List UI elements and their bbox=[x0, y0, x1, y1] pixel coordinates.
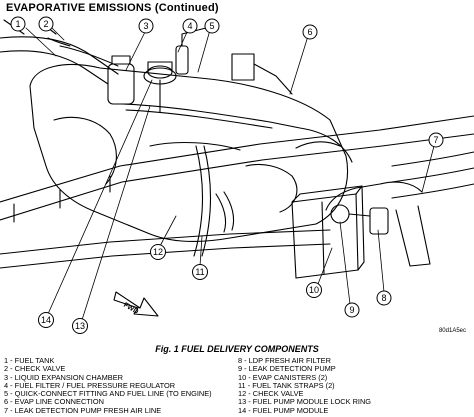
callout-14: 14 bbox=[38, 312, 54, 328]
header-suffix: (Continued) bbox=[154, 2, 219, 14]
leak-detection-pump bbox=[330, 204, 350, 224]
legend-item: 5 - QUICK-CONNECT FITTING AND FUEL LINE … bbox=[4, 389, 212, 399]
legend-left: 1 - FUEL TANK 2 - CHECK VALVE 3 - LIQUID… bbox=[4, 356, 234, 415]
legend-item: 12 - CHECK VALVE bbox=[238, 389, 304, 399]
legend-item: 10 - EVAP CANISTERS (2) bbox=[238, 372, 328, 382]
callout-11-label: 11 bbox=[195, 267, 204, 277]
callout-5: 5 bbox=[204, 18, 220, 34]
liquid-expansion-chamber bbox=[107, 63, 135, 105]
legend-item: 13 - FUEL PUMP MODULE LOCK RING bbox=[238, 397, 372, 407]
evap-connection-bracket bbox=[231, 53, 255, 81]
legend-item: 1 - FUEL TANK bbox=[4, 356, 55, 365]
legend-item: 3 - LIQUID EXPANSION CHAMBER bbox=[4, 372, 123, 382]
callout-10-label: 10 bbox=[309, 285, 319, 295]
fuel-filter-regulator bbox=[175, 45, 189, 75]
callout-3-label: 3 bbox=[143, 21, 148, 31]
callout-6-label: 6 bbox=[307, 27, 312, 37]
fresh-air-line bbox=[325, 181, 423, 211]
section-header: EVAPORATIVE EMISSIONS (Continued) bbox=[6, 2, 219, 14]
header-title: EVAPORATIVE EMISSIONS bbox=[6, 2, 152, 14]
callout-5-label: 5 bbox=[209, 21, 214, 31]
callout-3: 3 bbox=[138, 18, 154, 34]
legend-item: 8 - LDP FRESH AIR FILTER bbox=[238, 356, 331, 365]
callout-9: 9 bbox=[344, 302, 360, 318]
figure-code: 80d1A5ec bbox=[438, 328, 466, 334]
frame-rail-right bbox=[391, 151, 474, 167]
callout-10: 10 bbox=[306, 282, 322, 298]
callout-2: 2 bbox=[38, 16, 54, 32]
callout-12-label: 12 bbox=[153, 247, 163, 257]
evap-line bbox=[121, 103, 353, 163]
callout-2-label: 2 bbox=[43, 19, 48, 29]
fwd-direction-arrow bbox=[113, 291, 159, 317]
callout-4-label: 4 bbox=[187, 21, 192, 31]
fuel-tank-strap bbox=[193, 145, 204, 257]
legend-item: 6 - EVAP LINE CONNECTION bbox=[4, 397, 104, 407]
legend-item: 9 - LEAK DETECTION PUMP bbox=[238, 364, 336, 374]
callout-markers: 1 2 3 4 5 6 7 8 9 10 11 12 13 14 bbox=[10, 16, 444, 334]
callout-13-label: 13 bbox=[75, 321, 85, 331]
callout-13: 13 bbox=[72, 318, 88, 334]
callout-9-label: 9 bbox=[349, 305, 354, 315]
cross-member bbox=[0, 115, 474, 203]
callout-12: 12 bbox=[150, 244, 166, 260]
legend-item: 11 - FUEL TANK STRAPS (2) bbox=[238, 380, 335, 390]
frame-rail-lower bbox=[0, 229, 331, 255]
legend-item: 4 - FUEL FILTER / FUEL PRESSURE REGULATO… bbox=[4, 380, 176, 390]
callout-8: 8 bbox=[376, 290, 392, 306]
legend-right: 8 - LDP FRESH AIR FILTER 9 - LEAK DETECT… bbox=[238, 356, 468, 415]
callout-7-label: 7 bbox=[433, 135, 438, 145]
figure-caption: Fig. 1 FUEL DELIVERY COMPONENTS bbox=[155, 344, 319, 354]
ldp-fresh-air-filter bbox=[369, 207, 389, 235]
fuel-tank-outline bbox=[29, 64, 349, 243]
callout-1-label: 1 bbox=[15, 19, 20, 29]
legend-item: 2 - CHECK VALVE bbox=[4, 364, 66, 374]
callout-14-label: 14 bbox=[41, 315, 51, 325]
callout-1: 1 bbox=[10, 16, 26, 32]
callout-8-label: 8 bbox=[381, 293, 386, 303]
callout-7: 7 bbox=[428, 132, 444, 148]
fwd-label: FWD bbox=[122, 302, 139, 316]
callout-4: 4 bbox=[182, 18, 198, 34]
callout-6: 6 bbox=[302, 24, 318, 40]
legend-item: 7 - LEAK DETECTION PUMP FRESH AIR LINE bbox=[4, 405, 162, 415]
callout-leaders bbox=[25, 27, 435, 321]
callout-11: 11 bbox=[192, 264, 208, 280]
legend-item: 14 - FUEL PUMP MODULE bbox=[238, 405, 329, 415]
fuel-delivery-diagram: 1 2 3 4 5 6 7 8 9 10 11 12 13 14 FWD bbox=[0, 16, 474, 334]
